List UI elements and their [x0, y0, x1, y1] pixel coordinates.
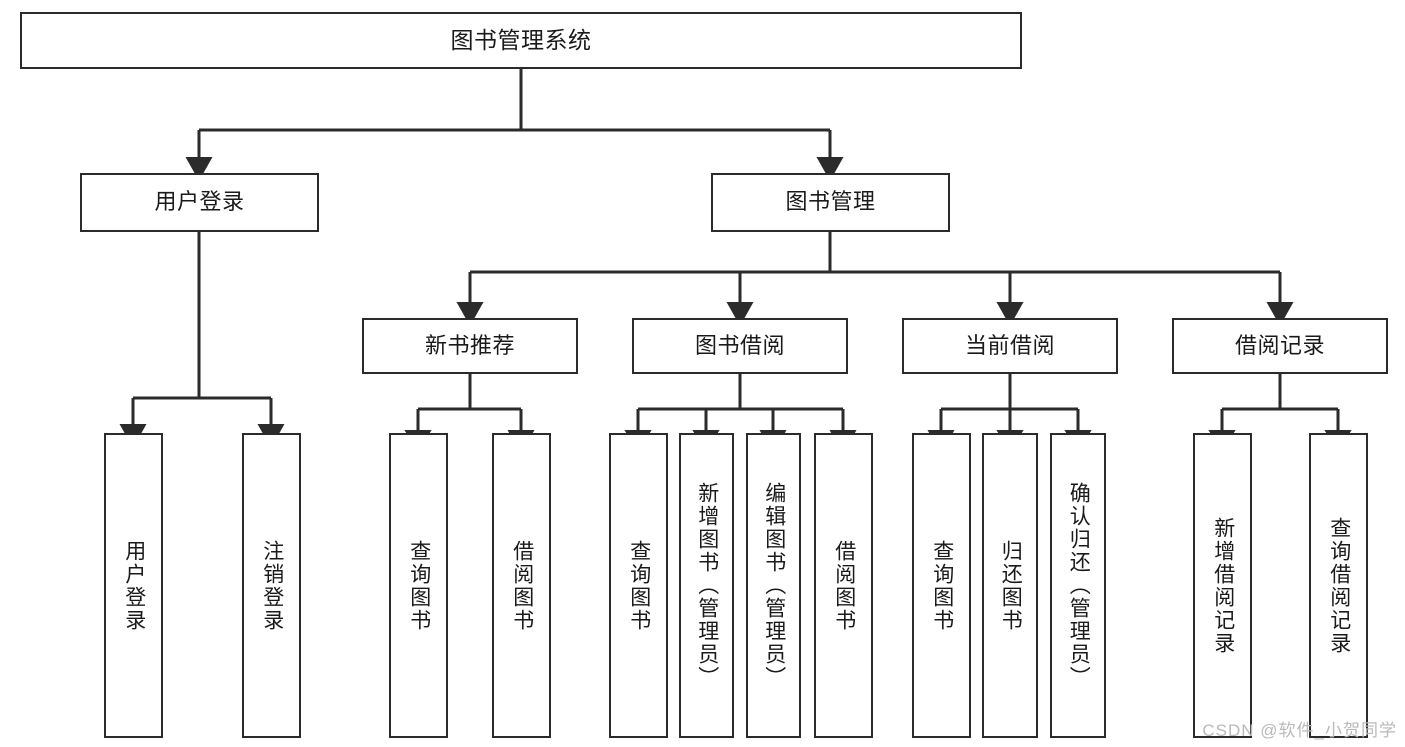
node-label: 当前借阅 — [964, 332, 1055, 358]
node-label: 图书借阅 — [694, 332, 785, 358]
node-leaf-borrow-book-1[interactable]: 借阅图书 — [492, 433, 551, 738]
node-leaf-add-book[interactable]: 新增图书（管理员） — [679, 433, 734, 738]
node-label: 编辑图书（管理员） — [762, 482, 786, 689]
node-label: 图书管理系统 — [450, 26, 592, 53]
node-leaf-return-book[interactable]: 归还图书 — [982, 433, 1038, 738]
node-root-system[interactable]: 图书管理系统 — [20, 12, 1022, 69]
node-label: 新书推荐 — [424, 332, 515, 358]
node-leaf-query-book-2[interactable]: 查询图书 — [609, 433, 668, 738]
node-leaf-query-record[interactable]: 查询借阅记录 — [1309, 433, 1368, 738]
node-leaf-logout[interactable]: 注销登录 — [242, 433, 301, 738]
node-label: 查询借阅记录 — [1327, 516, 1351, 655]
node-leaf-query-book-3[interactable]: 查询图书 — [912, 433, 971, 738]
node-leaf-edit-book[interactable]: 编辑图书（管理员） — [746, 433, 801, 738]
node-label: 确认归还（管理员） — [1067, 482, 1091, 689]
node-book-borrow[interactable]: 图书借阅 — [632, 318, 848, 374]
node-borrow-record[interactable]: 借阅记录 — [1172, 318, 1388, 374]
node-leaf-query-book-1[interactable]: 查询图书 — [389, 433, 448, 738]
node-book-manage[interactable]: 图书管理 — [711, 173, 950, 232]
node-label: 查询图书 — [627, 539, 651, 632]
node-label: 新增借阅记录 — [1211, 516, 1235, 655]
node-current-borrow[interactable]: 当前借阅 — [902, 318, 1118, 374]
node-label: 新增图书（管理员） — [695, 482, 719, 689]
node-new-book-recommend[interactable]: 新书推荐 — [362, 318, 578, 374]
node-label: 借阅图书 — [510, 539, 534, 632]
node-leaf-confirm-return[interactable]: 确认归还（管理员） — [1050, 433, 1106, 738]
node-label: 借阅图书 — [832, 539, 856, 632]
node-label: 图书管理 — [785, 189, 876, 215]
node-label: 用户登录 — [154, 189, 245, 215]
node-label: 用户登录 — [122, 539, 146, 632]
node-leaf-user-login[interactable]: 用户登录 — [104, 433, 163, 738]
node-label: 借阅记录 — [1234, 332, 1325, 358]
node-label: 归还图书 — [999, 539, 1023, 632]
node-label: 查询图书 — [407, 539, 431, 632]
node-leaf-add-record[interactable]: 新增借阅记录 — [1193, 433, 1252, 738]
node-user-login[interactable]: 用户登录 — [80, 173, 319, 232]
node-leaf-borrow-book-2[interactable]: 借阅图书 — [814, 433, 873, 738]
watermark-text: CSDN @软件_小贺同学 — [1202, 721, 1397, 740]
node-label: 注销登录 — [260, 539, 284, 632]
node-label: 查询图书 — [930, 539, 954, 632]
